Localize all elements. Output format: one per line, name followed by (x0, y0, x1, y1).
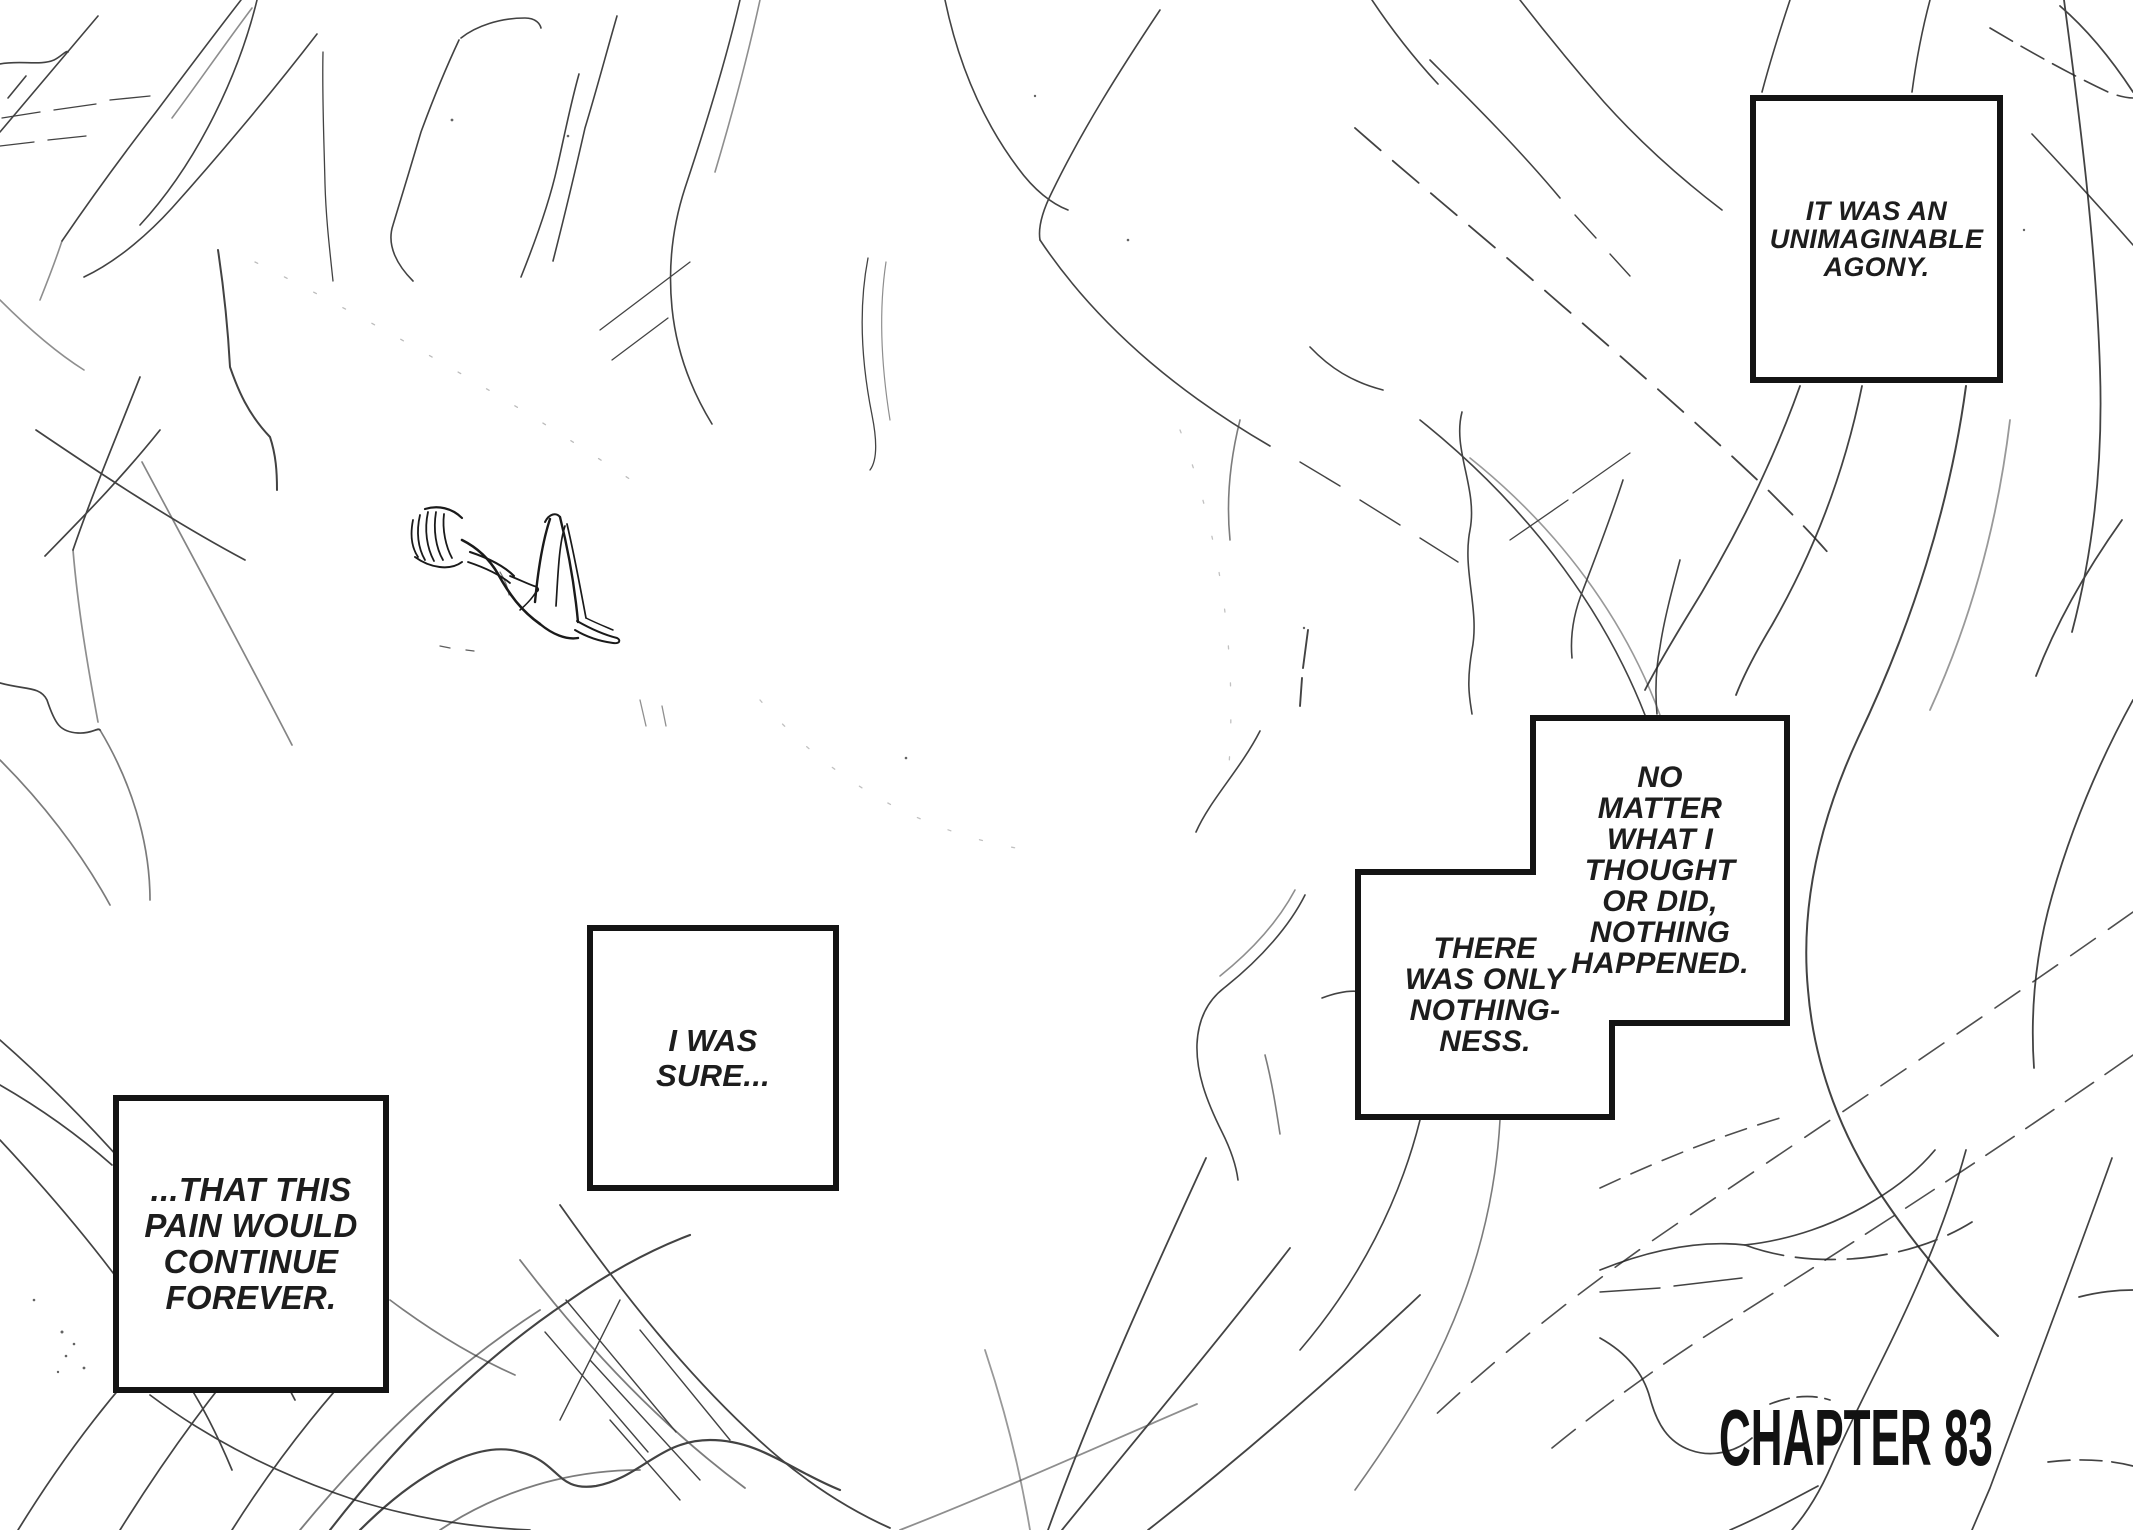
bg-top-left (0, 0, 618, 371)
figure-hair (410, 506, 464, 569)
bg-right-trunk (1644, 0, 2133, 1337)
bg-top-center (599, 0, 1459, 563)
chapter-title: CHAPTER 83 (1719, 1393, 1993, 1482)
stepped-panel-border (1355, 715, 1790, 1120)
bg-bottom-center (299, 1157, 1421, 1530)
bg-top-right (1309, 0, 2133, 556)
bg-center-faint (254, 261, 1232, 849)
figure-body (439, 513, 621, 652)
bg-left-middle (0, 249, 293, 906)
curled-figure-illustration (410, 506, 621, 652)
bg-right-diagonals (1429, 911, 2133, 1449)
bg-bottom-right (1599, 1149, 2133, 1530)
bg-stepped-surroundings (1195, 411, 1681, 1491)
